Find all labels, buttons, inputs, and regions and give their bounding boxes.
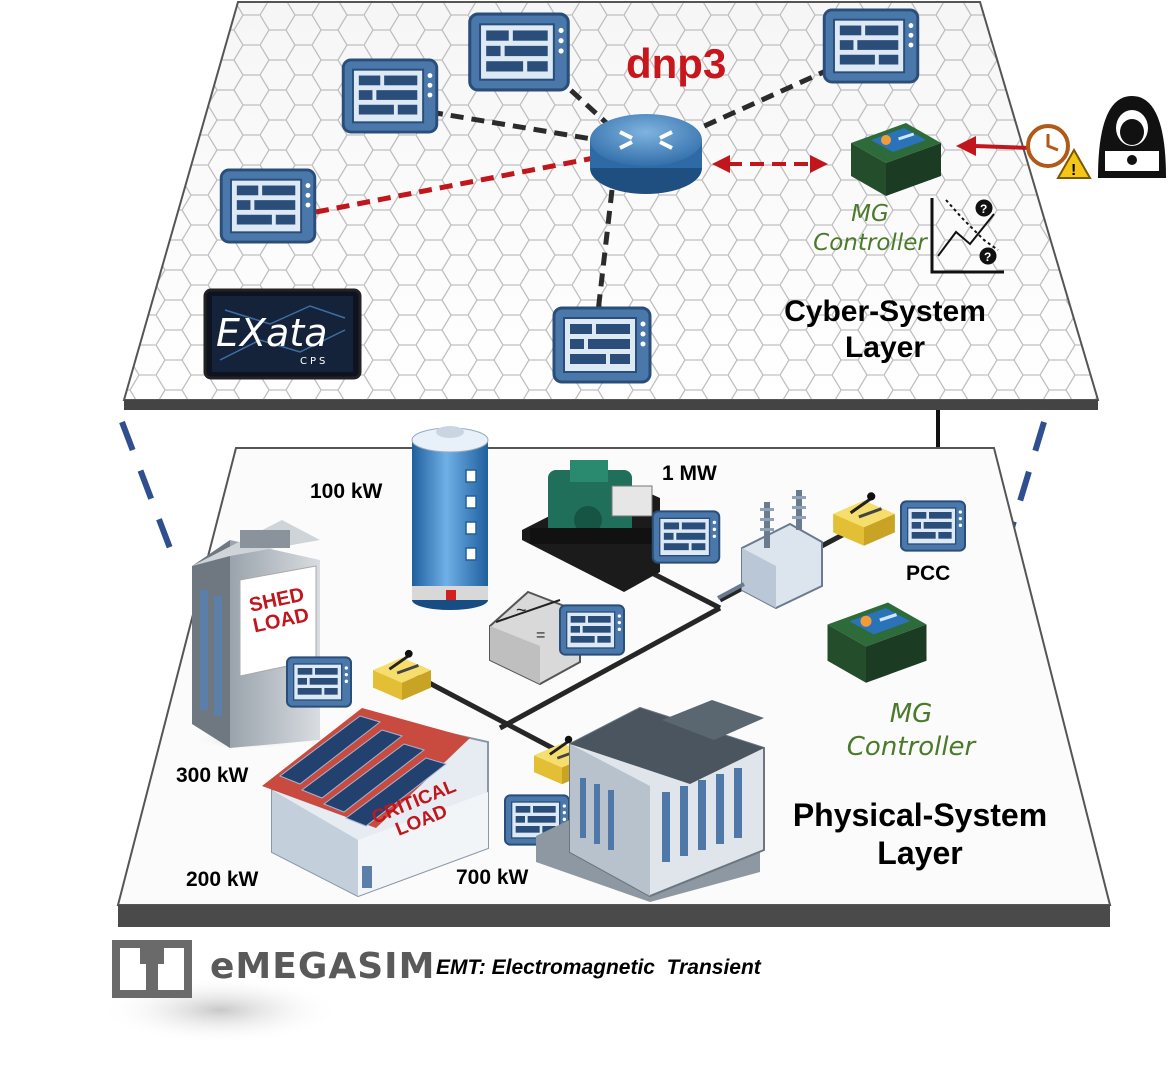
- emegasim-logo: [100, 940, 340, 1044]
- critical-load-rating: 200 kW: [186, 868, 259, 891]
- shed-load-rating: 300 kW: [176, 764, 249, 787]
- rtu-monitor-icon: [285, 656, 353, 708]
- svg-text:dnp3: dnp3: [626, 40, 726, 87]
- cyber-title-line1: Cyber-System: [784, 295, 986, 328]
- router-icon: [590, 114, 702, 194]
- cyber-mg-label-line1: MG: [851, 201, 889, 227]
- svg-text:?: ?: [980, 202, 987, 216]
- cyber-layer-title: Cyber-System Layer: [760, 294, 1010, 366]
- industrial-building-icon: [536, 700, 765, 902]
- svg-text:=: =: [536, 627, 545, 644]
- cyber-title-line2: Layer: [844, 331, 926, 364]
- pcc-label: PCC: [906, 562, 951, 585]
- battery-rating: 100 kW: [310, 480, 383, 503]
- clock-warning-icon: !: [1026, 124, 1092, 179]
- battery-icon: [411, 426, 489, 610]
- hacker-icon: [1098, 96, 1166, 178]
- industrial-load-rating: 700 kW: [456, 866, 529, 889]
- physical-mg-controller-label: MG Controller: [836, 698, 986, 763]
- emt-note: EMT: Electromagnetic Transient: [436, 956, 761, 979]
- rtu-monitor-icon: [552, 306, 652, 384]
- svg-text:EXata: EXata: [216, 311, 328, 355]
- rtu-monitor-icon: [558, 604, 626, 656]
- rtu-monitor-icon: [899, 500, 967, 552]
- rtu-monitor-icon: [822, 8, 920, 84]
- rtu-monitor-icon: [651, 510, 721, 564]
- physical-title-line2: Layer: [877, 835, 963, 872]
- svg-text:?: ?: [984, 250, 991, 264]
- cyber-mg-label-line2: Controller: [813, 229, 927, 256]
- attack-link-router-controller: [712, 155, 828, 173]
- cyber-mg-controller-label: MG Controller: [800, 200, 940, 258]
- svg-text:~: ~: [516, 600, 527, 620]
- physical-title-line1: Physical-System: [792, 797, 1048, 833]
- physical-mg-label-line1: MG: [889, 699, 933, 729]
- transformer-icon: [717, 490, 823, 610]
- factory-icon: [262, 708, 489, 898]
- chart-icon: ? ?: [930, 198, 1004, 274]
- physical-mg-label-line2: Controller: [846, 731, 976, 762]
- rtu-monitor-icon: [219, 168, 317, 244]
- attack-arrow: [956, 136, 1031, 156]
- exata-logo: EXata CPS: [203, 288, 362, 380]
- svg-text:!: !: [1071, 162, 1076, 179]
- emegasim-logo-text: eMEGASIM: [210, 946, 436, 987]
- physical-layer-title: Physical-System Layer: [770, 796, 1070, 873]
- generator-rating: 1 MW: [662, 462, 717, 485]
- rtu-monitor-icon: [468, 12, 570, 92]
- rtu-monitor-icon: [341, 58, 439, 134]
- generator-icon: [522, 460, 660, 592]
- dnp3-logo: dnp3: [626, 40, 726, 87]
- svg-text:CPS: CPS: [300, 356, 328, 367]
- inverter-icon: ~ =: [489, 590, 581, 686]
